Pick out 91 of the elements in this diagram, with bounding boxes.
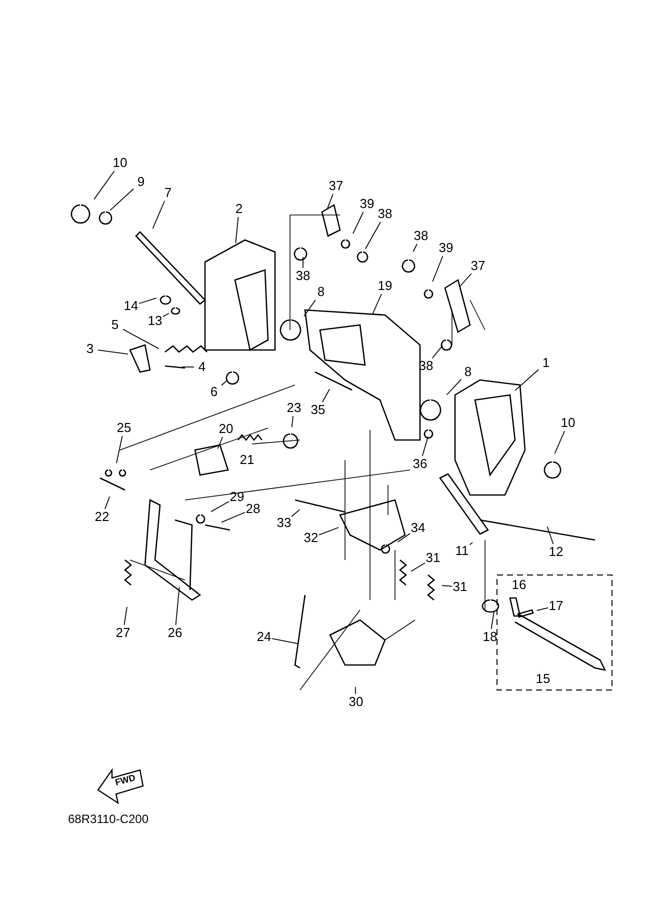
callout-number: 37 [328, 179, 344, 193]
callout-number: 32 [304, 531, 318, 545]
leader-line [432, 256, 444, 282]
leader-line [221, 512, 246, 523]
callout-number: 13 [148, 314, 162, 328]
leader-line [138, 298, 157, 304]
leader-line [94, 170, 115, 200]
leader-line [152, 200, 166, 230]
leader-line [124, 606, 128, 626]
leader-line [272, 638, 299, 644]
drawing-code: 68R3110-C200 [68, 812, 149, 826]
callout-number: 12 [548, 545, 564, 559]
leader-line [110, 188, 134, 211]
leader-line [410, 562, 426, 572]
callout-number: 17 [548, 599, 564, 613]
direction-label: FWD [114, 772, 136, 788]
leader-line [554, 430, 565, 454]
callout-number: 19 [378, 279, 392, 293]
callout-number: 2 [235, 202, 243, 216]
leader-line [327, 194, 334, 209]
leader-line [364, 222, 381, 250]
leader-line [304, 300, 316, 317]
callout-number: 8 [464, 365, 472, 379]
leader-line [412, 244, 418, 252]
leader-line [221, 380, 228, 386]
leader-line [235, 216, 239, 244]
callout-number: 22 [94, 510, 110, 524]
leader-line [217, 436, 224, 449]
callout-number: 27 [116, 626, 130, 640]
callout-number: 38 [414, 229, 428, 243]
leader-line [291, 416, 294, 428]
leader-line [210, 501, 230, 512]
callout-number: 9 [137, 175, 145, 189]
callout-number: 8 [317, 285, 325, 299]
leader-line [291, 509, 300, 517]
callout-number: 37 [470, 259, 486, 273]
leader-line [432, 345, 444, 359]
leader-line [98, 350, 128, 355]
leader-line [318, 527, 339, 536]
callout-number: 14 [124, 299, 138, 313]
leader-line [354, 686, 356, 694]
callout-number: 26 [168, 626, 182, 640]
leader-line [182, 366, 194, 368]
callout-number: 31 [426, 551, 440, 565]
callout-number: 36 [412, 457, 428, 471]
callout-number: 39 [360, 197, 374, 211]
callout-number: 4 [198, 360, 206, 374]
callout-number: 10 [112, 156, 128, 170]
leader-line [322, 388, 330, 402]
callout-number: 30 [348, 695, 364, 709]
callout-number: 15 [536, 672, 550, 686]
leader-line [372, 294, 382, 314]
callout-number: 31 [452, 580, 468, 594]
leader-line [302, 256, 304, 268]
callout-number: 28 [246, 502, 260, 516]
callout-number: 3 [86, 342, 94, 356]
callout-number: 34 [410, 521, 426, 535]
leader-line [122, 328, 160, 350]
leader-line [352, 212, 364, 234]
callout-number: 11 [455, 544, 469, 558]
callout-number: 10 [560, 416, 576, 430]
callout-number: 16 [512, 578, 526, 592]
leader-line [446, 378, 462, 396]
leader-line [442, 585, 452, 587]
leader-line [104, 496, 110, 510]
callout-number: 20 [218, 422, 234, 436]
leader-line [514, 369, 539, 391]
leader-line [422, 436, 428, 456]
callout-number: 38 [296, 269, 310, 283]
callout-number: 1 [542, 356, 550, 370]
leader-line [459, 273, 472, 288]
leader-line [397, 533, 410, 542]
callout-number: 24 [256, 630, 272, 644]
callout-number: 39 [438, 241, 454, 255]
callout-number: 7 [164, 186, 172, 200]
leader-line [490, 611, 494, 630]
callout-number: 25 [116, 421, 132, 435]
leader-line [116, 436, 123, 464]
leader-line [469, 542, 474, 546]
callout-number: 18 [482, 630, 498, 644]
callout-number: 35 [310, 403, 326, 417]
callout-number: 21 [240, 453, 254, 467]
callout-number: 38 [378, 207, 392, 221]
callout-number: 5 [111, 318, 119, 332]
leader-line [162, 312, 170, 318]
leader-line [546, 526, 554, 544]
callout-number: 6 [210, 385, 218, 399]
leader-line [175, 586, 180, 626]
callout-number: 23 [286, 401, 302, 415]
leader-line [536, 607, 548, 611]
callout-number: 33 [276, 516, 292, 530]
